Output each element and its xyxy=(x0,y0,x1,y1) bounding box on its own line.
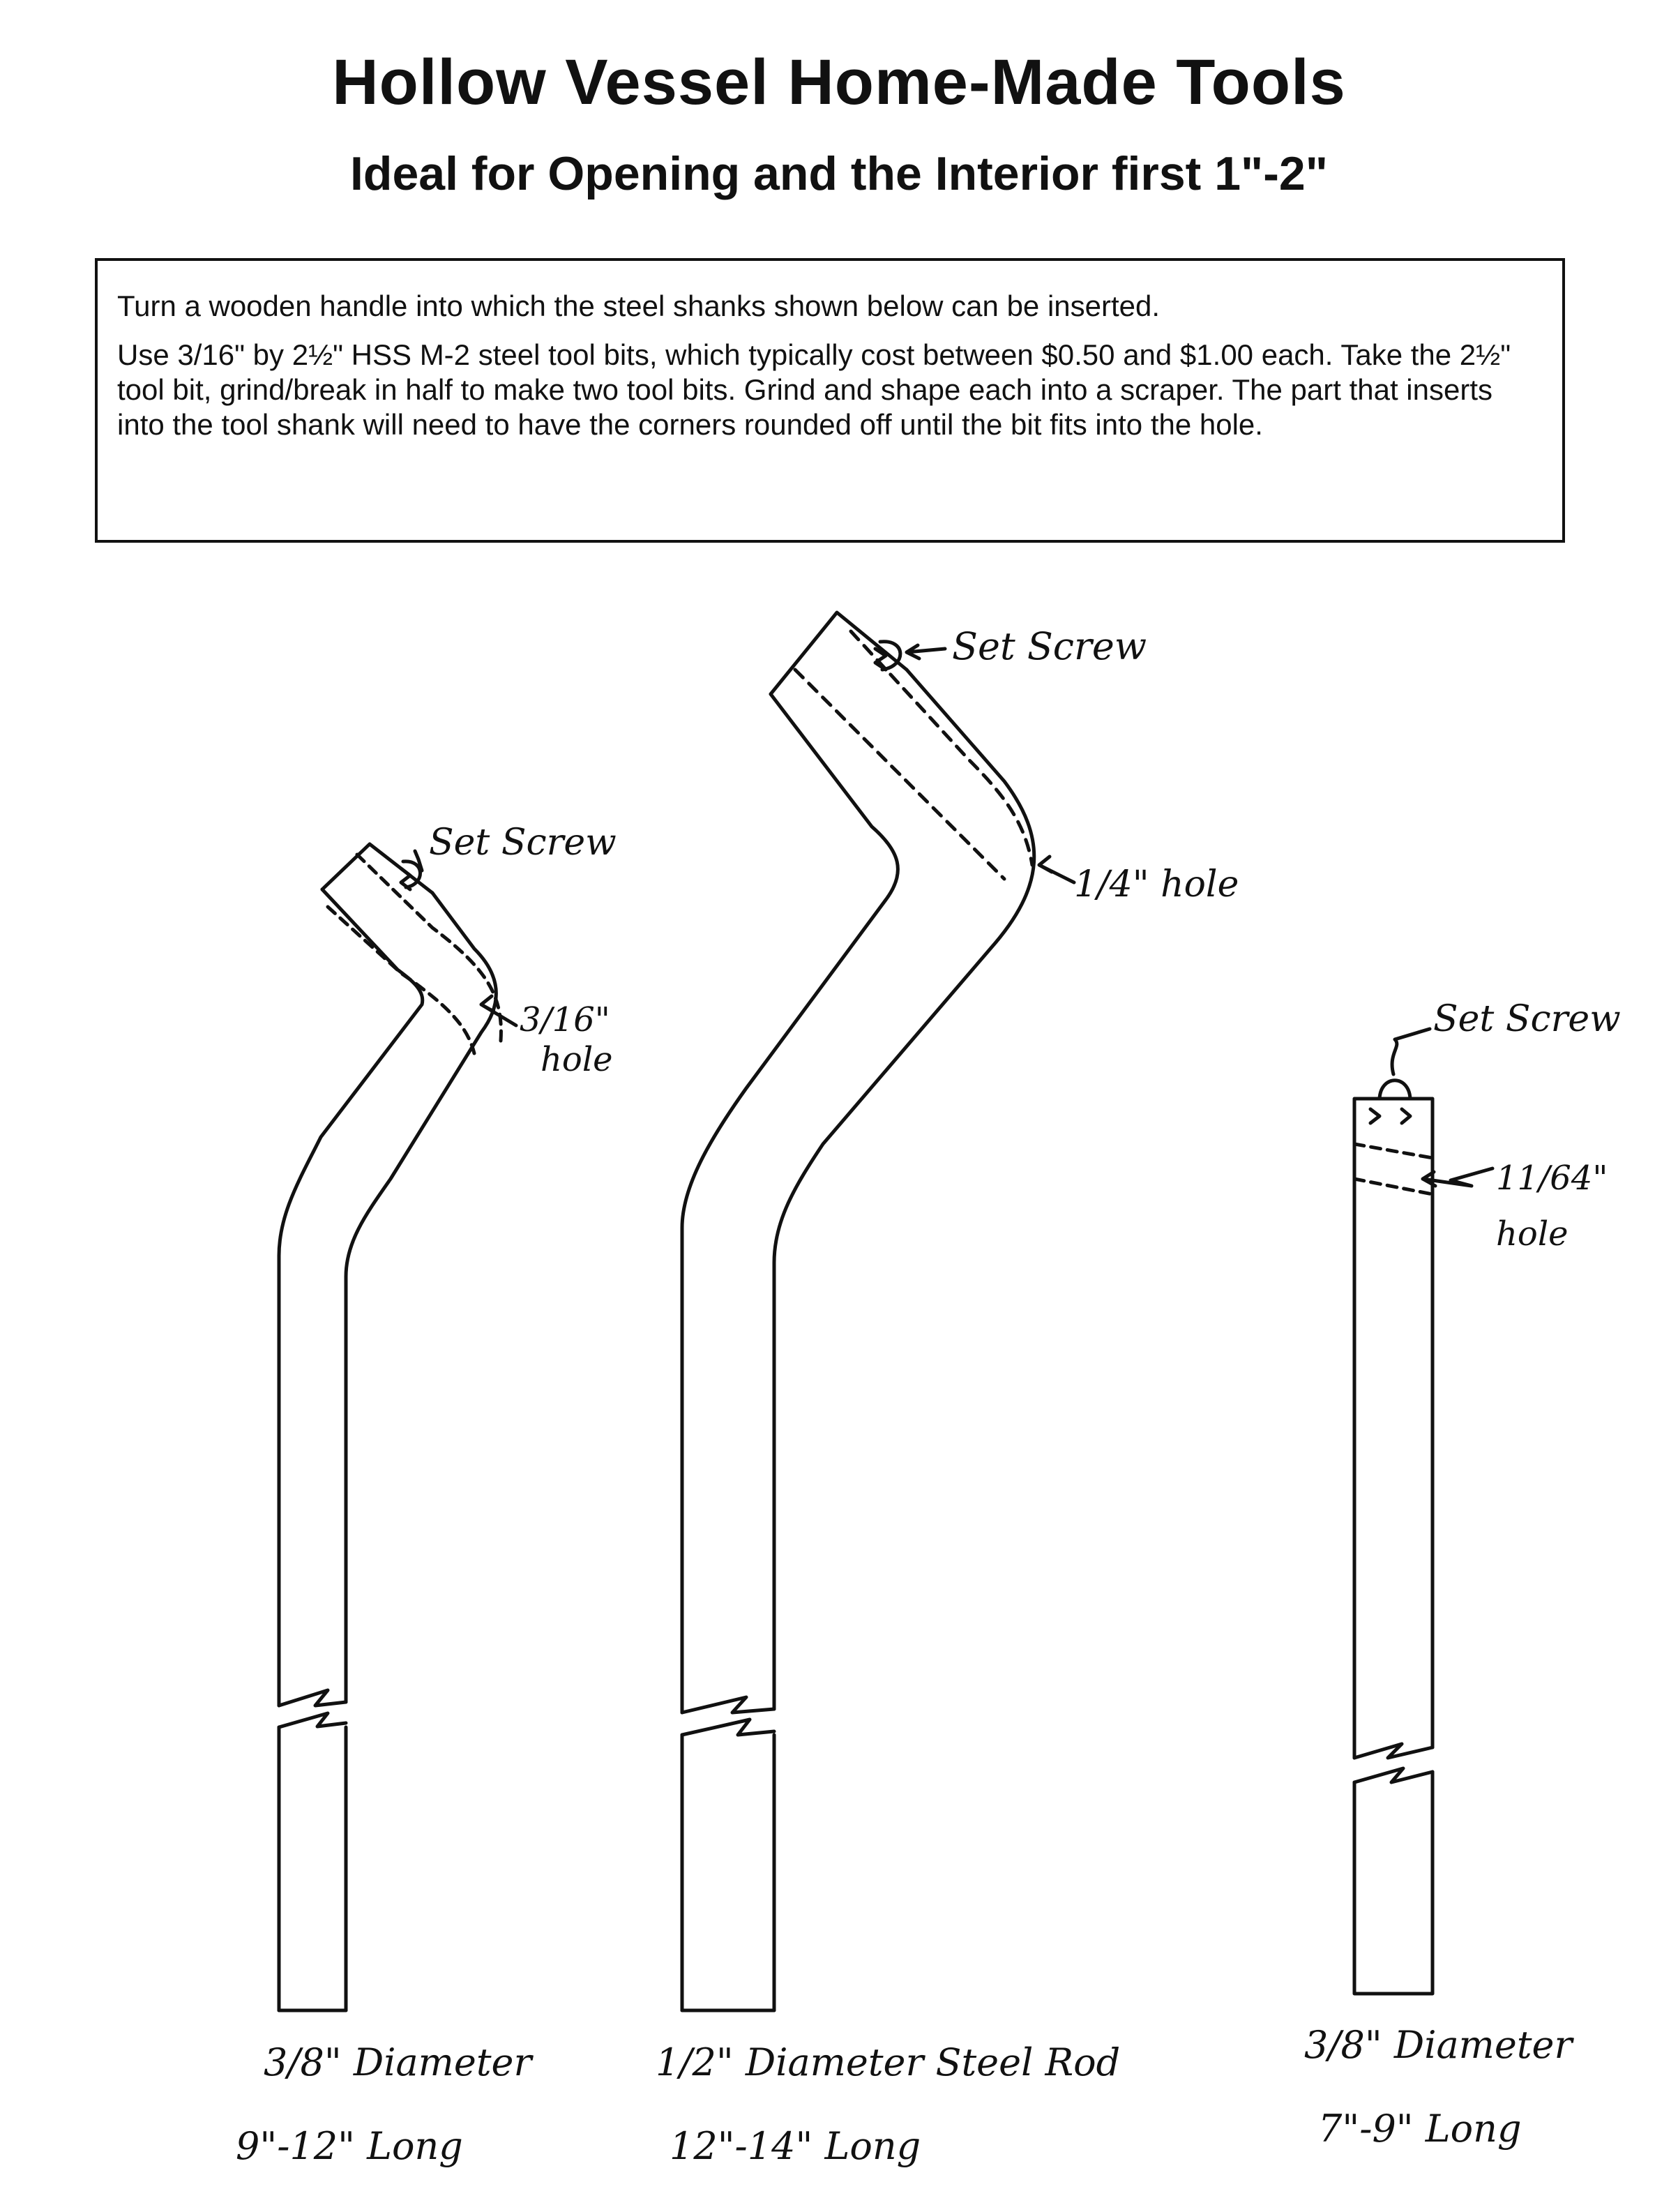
tool-3-hidden-hole-2 xyxy=(1352,1177,1435,1196)
tool-1-hole-label-size: 3/16" xyxy=(520,1000,610,1039)
tool-3-set-screw-leader xyxy=(1390,1027,1432,1076)
tool-3-break-lower xyxy=(1352,1766,1435,1784)
tool-1-outline-right xyxy=(344,891,498,2012)
tool-1-set-screw xyxy=(399,859,422,891)
instructions-paragraph-1: Turn a wooden handle into which the stee… xyxy=(117,289,1161,322)
tool-1-hole-arrow xyxy=(479,994,518,1028)
instructions-box: Turn a wooden handle into which the stee… xyxy=(95,258,1565,543)
tool-2-set-screw-leader xyxy=(905,643,947,661)
tool-2-caption-line1: 1/2" Diameter Steel Rod xyxy=(656,2040,1120,2084)
tool-2-hidden-hole-2 xyxy=(849,629,1034,867)
tool-2-hidden-hole xyxy=(793,668,1006,881)
tool-1-hidden-hole-2 xyxy=(326,905,476,1055)
tool-2-outline-right xyxy=(772,668,1036,2012)
instructions-paragraph-2: Use 3/16" by 2½" HSS M-2 steel tool bits… xyxy=(117,338,1511,441)
tool-2-break-upper xyxy=(680,1695,776,1715)
tool-2-top-cap xyxy=(769,610,909,696)
tool-3-hidden-hole xyxy=(1352,1142,1435,1160)
tool-1-hole-label-word: hole xyxy=(541,1040,613,1079)
tool-2-hole-arrow xyxy=(1037,855,1076,885)
tool-3-outline xyxy=(1352,1097,1435,1996)
tool-1-caption-line2: 9"-12" Long xyxy=(236,2124,463,2168)
tool-2-set-screw-label: Set Screw xyxy=(952,624,1147,668)
tool-1-outline-left xyxy=(277,887,425,2012)
tool-1-break-upper xyxy=(277,1688,348,1708)
tool-3-shank xyxy=(1352,1027,1495,1996)
tool-1-shank xyxy=(277,842,518,2012)
tool-1-set-screw-leader xyxy=(413,849,424,873)
tool-1-set-screw-label: Set Screw xyxy=(429,822,617,864)
tool-2-shank xyxy=(680,610,1076,2012)
page-subtitle: Ideal for Opening and the Interior first… xyxy=(350,147,1328,200)
tool-3-hole-arrow xyxy=(1421,1166,1495,1188)
tool-2-hole-label: 1/4" hole xyxy=(1074,864,1239,905)
tool-3-set-screw-label: Set Screw xyxy=(1433,998,1621,1040)
tool-3-caption-line2: 7"-9" Long xyxy=(1318,2107,1522,2151)
tool-2-outline-left xyxy=(680,692,900,2012)
tool-1-hidden-hole xyxy=(355,852,503,1043)
page-title: Hollow Vessel Home-Made Tools xyxy=(332,47,1346,118)
tool-3-caption-line1: 3/8" Diameter xyxy=(1304,2023,1574,2067)
tool-2-set-screw xyxy=(873,640,902,672)
tool-1-caption-line1: 3/8" Diameter xyxy=(264,2040,534,2084)
tool-1-break-lower xyxy=(277,1711,348,1729)
tool-3-break-upper xyxy=(1352,1742,1435,1760)
tool-3-set-screw xyxy=(1368,1078,1412,1125)
tool-3-hole-label-size: 11/64" xyxy=(1496,1159,1608,1198)
tool-3-hole-label-word: hole xyxy=(1496,1214,1569,1254)
tool-1-top-cap xyxy=(320,842,434,895)
tool-2-break-lower xyxy=(680,1717,776,1737)
tool-2-caption-line2: 12"-14" Long xyxy=(670,2124,921,2168)
